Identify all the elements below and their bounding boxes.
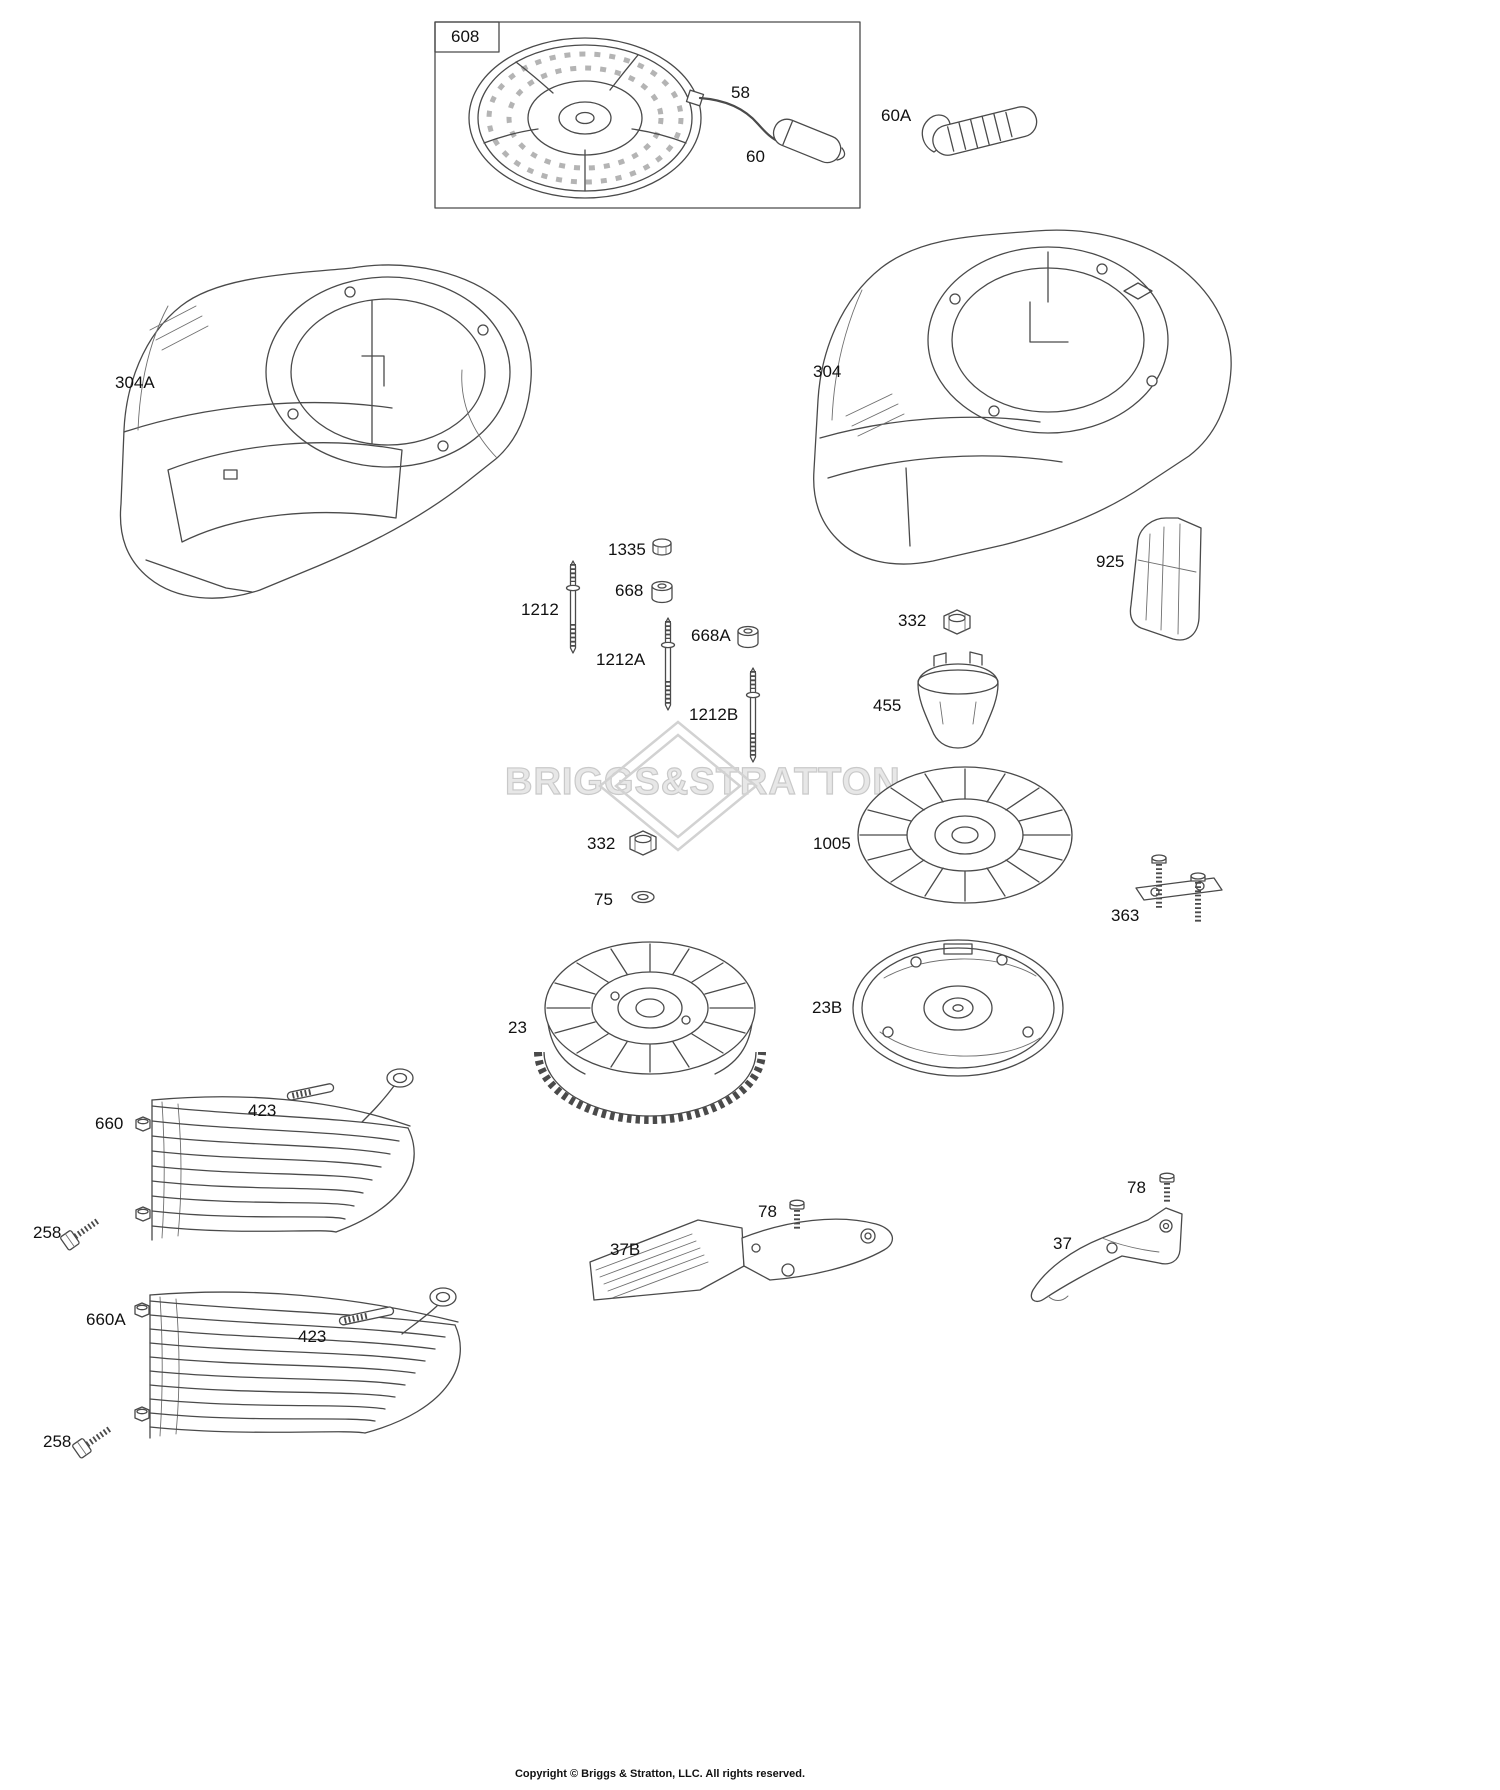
callout-455: 455 bbox=[873, 696, 902, 715]
flywheel-fan-1005-drawing bbox=[857, 766, 1073, 904]
callout-608: 608 bbox=[451, 27, 480, 46]
callout-258-upper: 258 bbox=[33, 1223, 62, 1242]
callout-60: 60 bbox=[746, 147, 765, 166]
callout-332-lower: 332 bbox=[587, 834, 616, 853]
callout-304A: 304A bbox=[115, 373, 155, 392]
callout-37B: 37B bbox=[610, 1240, 641, 1259]
blower-housing-304A-drawing bbox=[119, 264, 532, 599]
pin-423-lower-drawing bbox=[338, 1306, 395, 1326]
callout-925: 925 bbox=[1096, 552, 1125, 571]
callout-660A: 660A bbox=[86, 1310, 126, 1329]
briggs-diamond-watermark-icon bbox=[598, 720, 758, 852]
washer-75-drawing bbox=[631, 890, 655, 904]
callout-78-right: 78 bbox=[1127, 1178, 1146, 1197]
callout-23: 23 bbox=[508, 1018, 527, 1037]
callout-23B: 23B bbox=[812, 998, 843, 1017]
callout-304: 304 bbox=[813, 362, 842, 381]
screw-78-right-drawing bbox=[1159, 1172, 1175, 1204]
pin-423-upper-drawing bbox=[286, 1083, 335, 1101]
callout-78-left: 78 bbox=[758, 1202, 777, 1221]
nut-332-upper-drawing bbox=[943, 609, 971, 635]
guard-37B-drawing bbox=[589, 1218, 894, 1301]
callout-37: 37 bbox=[1053, 1234, 1072, 1253]
flywheel-23B-drawing bbox=[852, 939, 1064, 1077]
callout-1335: 1335 bbox=[608, 540, 646, 559]
callout-60A: 60A bbox=[881, 106, 912, 125]
callout-1212B: 1212B bbox=[689, 705, 739, 724]
callout-423-upper: 423 bbox=[248, 1101, 277, 1120]
nut-1335-drawing bbox=[652, 538, 672, 556]
callout-58: 58 bbox=[731, 83, 750, 102]
rewind-starter-assembly-box bbox=[434, 21, 861, 209]
starter-rope-and-grip-drawing bbox=[698, 96, 846, 164]
flywheel-23-drawing bbox=[534, 941, 766, 1124]
callout-668A: 668A bbox=[691, 626, 731, 645]
starter-grip-60A-drawing bbox=[921, 106, 1038, 156]
spacer-668A-drawing bbox=[737, 625, 759, 649]
stud-1212A-drawing bbox=[660, 617, 676, 711]
anchor-363-drawing bbox=[1135, 854, 1223, 924]
bracket-37-drawing bbox=[1030, 1207, 1183, 1303]
blower-housing-304-drawing bbox=[813, 229, 1232, 565]
screw-78-left-drawing bbox=[789, 1199, 805, 1231]
callout-75: 75 bbox=[594, 890, 613, 909]
stud-1212B-drawing bbox=[745, 667, 761, 763]
bolt-258-lower-drawing bbox=[72, 1425, 113, 1459]
nut-332-lower-drawing bbox=[629, 830, 657, 856]
callout-668: 668 bbox=[615, 581, 644, 600]
callout-332-upper: 332 bbox=[898, 611, 927, 630]
callout-1212: 1212 bbox=[521, 600, 559, 619]
rewind-starter-pulley-drawing bbox=[468, 37, 705, 199]
spacer-668-drawing bbox=[651, 580, 673, 604]
debris-screen-660A-drawing bbox=[134, 1287, 461, 1439]
copyright-text: Copyright © Briggs & Stratton, LLC. All … bbox=[514, 1768, 806, 1780]
callout-1212A: 1212A bbox=[596, 650, 646, 669]
briggs-stratton-watermark-text: BRIGGS&STRATTON bbox=[504, 760, 901, 803]
stud-1212-drawing bbox=[565, 560, 581, 654]
cover-925-drawing bbox=[1129, 517, 1202, 641]
callout-258-lower: 258 bbox=[43, 1432, 72, 1451]
callout-363: 363 bbox=[1111, 906, 1140, 925]
flywheel-cup-455-drawing bbox=[917, 651, 999, 749]
callout-660: 660 bbox=[95, 1114, 124, 1133]
debris-screen-660-drawing bbox=[135, 1068, 415, 1241]
bolt-258-upper-drawing bbox=[60, 1217, 101, 1251]
callout-423-lower: 423 bbox=[298, 1327, 327, 1346]
callout-1005: 1005 bbox=[813, 834, 851, 853]
